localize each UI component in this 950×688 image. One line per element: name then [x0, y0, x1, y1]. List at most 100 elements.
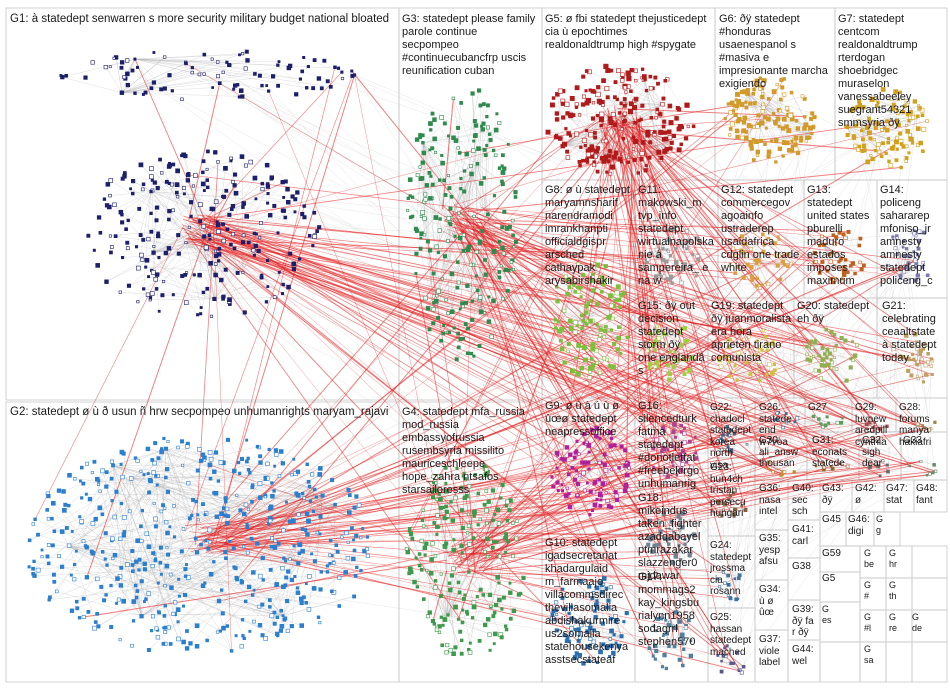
vertex — [164, 446, 169, 451]
edge — [112, 465, 124, 535]
vertex — [160, 572, 163, 576]
vertex — [165, 546, 169, 550]
vertex — [664, 146, 670, 152]
vertex — [203, 458, 207, 462]
vertex — [150, 564, 155, 569]
vertex — [751, 138, 756, 142]
vertex — [305, 462, 309, 466]
cross-group-edge — [208, 224, 888, 466]
vertex — [599, 111, 605, 117]
vertex — [889, 342, 894, 346]
vertex — [597, 477, 602, 482]
edge — [121, 63, 187, 93]
cross-group-edge — [460, 229, 741, 671]
vertex — [233, 190, 239, 196]
cross-group-edge — [208, 216, 729, 577]
vertex — [66, 543, 72, 549]
vertex — [298, 596, 304, 602]
edge — [735, 462, 769, 600]
vertex — [187, 516, 192, 521]
vertex — [175, 607, 181, 612]
vertex — [813, 259, 818, 264]
vertex — [131, 619, 136, 623]
vertex — [751, 230, 755, 234]
vertex — [694, 451, 698, 455]
edge — [165, 448, 322, 572]
vertex — [453, 604, 458, 610]
vertex — [567, 318, 573, 324]
vertex — [790, 148, 795, 153]
vertex — [678, 523, 682, 527]
vertex — [284, 559, 288, 563]
vertex — [441, 623, 445, 627]
vertex — [185, 563, 188, 567]
vertex — [412, 579, 417, 585]
vertex — [851, 340, 855, 344]
cross-group-edge — [211, 74, 355, 545]
cross-group-edge — [457, 553, 676, 574]
edge — [449, 102, 462, 223]
vertex — [283, 215, 288, 220]
vertex — [923, 372, 927, 376]
vertex — [582, 488, 587, 493]
vertex — [782, 262, 787, 267]
cross-group-edge — [459, 121, 639, 154]
vertex — [127, 509, 132, 514]
vertex — [457, 151, 462, 155]
cross-group-edge — [459, 426, 888, 562]
vertex — [168, 525, 172, 529]
vertex — [577, 113, 582, 117]
vertex — [170, 182, 175, 187]
cross-group-edge — [206, 221, 881, 430]
vertex — [460, 525, 465, 531]
vertex — [153, 276, 159, 282]
vertex — [223, 513, 228, 518]
vertex — [222, 506, 226, 511]
vertex — [590, 147, 595, 152]
vertex — [846, 270, 850, 274]
vertex — [476, 491, 480, 496]
vertex — [876, 100, 880, 105]
vertex — [562, 633, 567, 638]
vertex — [853, 271, 857, 276]
vertex — [471, 600, 477, 605]
vertex — [120, 176, 125, 181]
edge — [658, 80, 666, 153]
vertex — [679, 269, 683, 273]
edge — [447, 541, 509, 616]
vertex — [795, 150, 801, 156]
vertex — [734, 103, 740, 109]
vertex — [501, 251, 506, 256]
vertex — [155, 186, 160, 191]
vertex — [207, 449, 213, 455]
vertex — [32, 559, 36, 564]
vertex — [648, 361, 653, 367]
vertex — [679, 142, 683, 147]
vertex — [774, 160, 778, 164]
vertex — [235, 493, 239, 497]
vertex — [351, 556, 356, 562]
cross-group-edge — [447, 529, 680, 557]
cross-group-edge — [582, 110, 610, 321]
vertex — [291, 261, 297, 267]
vertex — [142, 567, 147, 572]
vertex — [160, 293, 165, 298]
vertex — [344, 530, 349, 536]
vertex — [215, 222, 221, 228]
vertex — [648, 74, 653, 79]
vertex — [679, 458, 683, 462]
vertex — [557, 136, 563, 141]
vertex — [223, 550, 228, 555]
vertex — [577, 160, 582, 164]
vertex — [446, 613, 450, 617]
vertex — [640, 67, 645, 71]
edge — [651, 333, 817, 467]
vertex — [81, 481, 86, 486]
vertex — [150, 629, 154, 633]
vertex — [500, 153, 505, 158]
vertex — [325, 564, 330, 568]
edge — [818, 129, 882, 420]
vertex — [299, 623, 305, 628]
vertex — [655, 329, 660, 334]
edge — [422, 162, 451, 223]
